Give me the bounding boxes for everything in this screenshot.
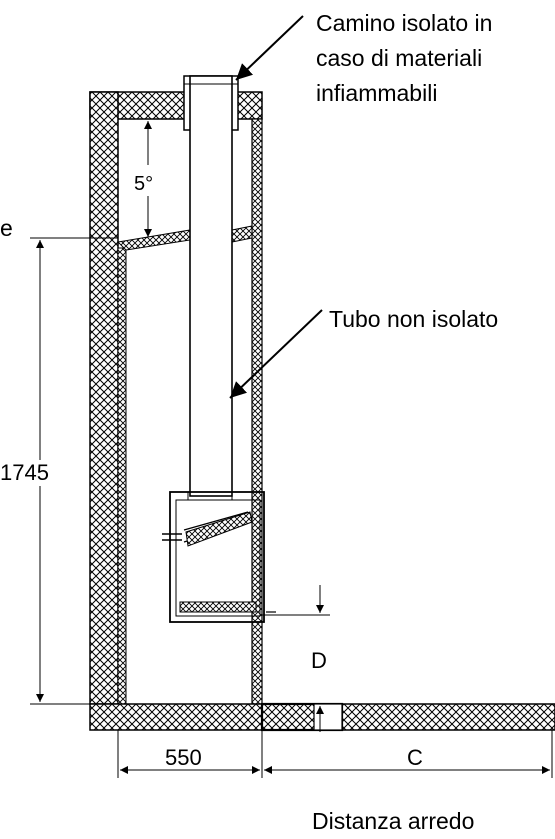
cut-edge-label: e — [0, 215, 13, 241]
clearance-d-label: D — [311, 648, 327, 673]
flue-pipe — [183, 75, 239, 497]
height-dimension-label: 1745 — [0, 460, 49, 485]
chimney-callout-line2: caso di materiali — [316, 45, 482, 71]
angle-label: 5° — [134, 173, 153, 195]
clearance-c-label: C — [407, 745, 423, 770]
chimney-callout-line3: infiammabili — [316, 80, 437, 106]
footer-caption: Distanza arredo — [312, 808, 474, 834]
dimension-lines — [30, 121, 553, 778]
depth-dimension-label: 550 — [165, 745, 202, 770]
pipe-callout: Tubo non isolato — [329, 306, 498, 332]
floor — [89, 702, 555, 732]
stove — [162, 491, 276, 623]
callout-leaders — [229, 15, 323, 399]
chimney-callout-line1: Camino isolato in — [316, 10, 492, 36]
